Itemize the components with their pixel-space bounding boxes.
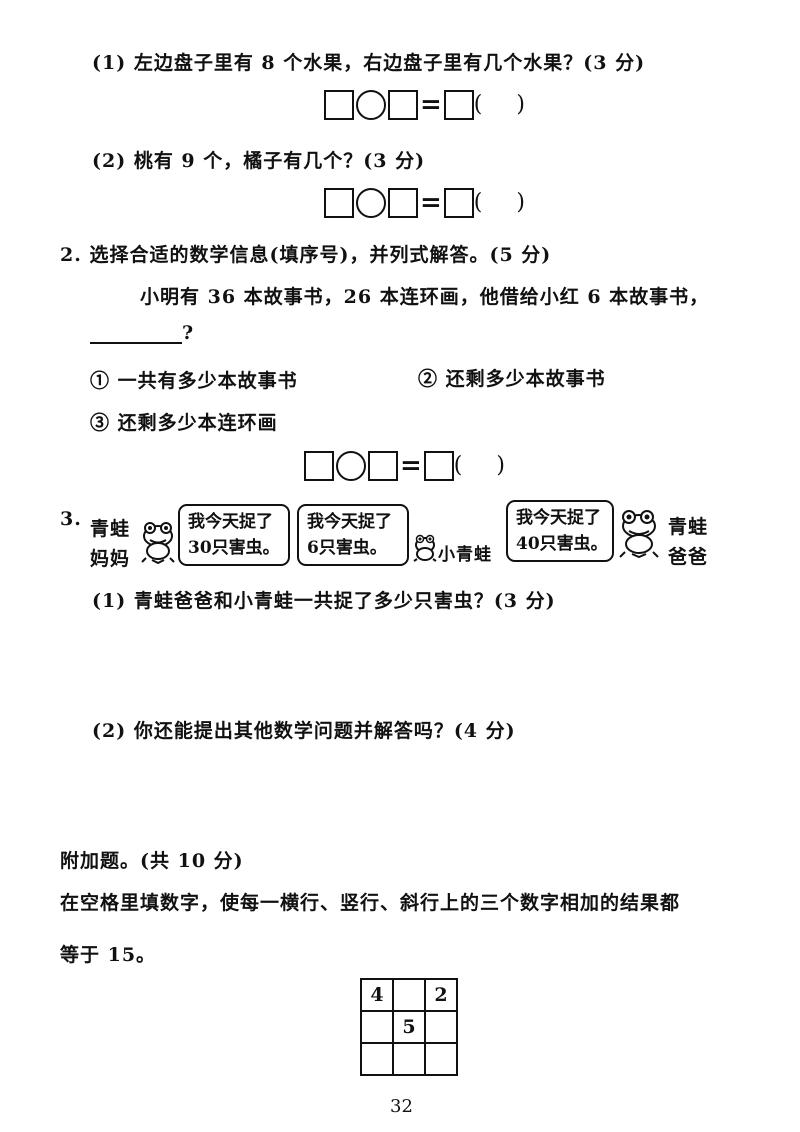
frog-mom-icon	[141, 522, 175, 564]
unit-paren-close: )	[516, 92, 525, 117]
frog-dad-icon	[619, 510, 659, 558]
bubble-mom-line1: 我今天捉了	[188, 512, 273, 532]
frog-mom-label: 青蛙 妈妈	[90, 514, 140, 574]
frog-dad-label: 青蛙 爸爸	[668, 512, 718, 572]
equation-3: = ( )	[304, 448, 505, 484]
small-frog-label: 小青蛙	[438, 545, 492, 565]
magic-square-grid: 4 2 5	[360, 978, 458, 1076]
grid-cell[interactable]	[360, 1042, 394, 1076]
unit-paren-close: )	[496, 453, 505, 478]
grid-row: 4 2	[360, 978, 458, 1012]
grid-cell[interactable]	[424, 1010, 458, 1044]
answer-box[interactable]	[443, 90, 474, 120]
q3-sub1-text: (1) 青蛙爸爸和小青蛙一共捉了多少只害虫？(3 分)	[92, 590, 556, 612]
q3-number: 3.	[60, 508, 82, 530]
bubble-mom-line2: 30只害虫。	[188, 538, 280, 558]
q2-title: 选择合适的数学信息(填序号)，并列式解答。(5 分)	[89, 244, 552, 266]
bonus-instruction-line2: 等于 15。	[60, 944, 157, 966]
q1-sub2-text: (2) 桃有 9 个，橘子有几个？(3 分)	[92, 150, 426, 172]
unit-paren-close: )	[516, 190, 525, 215]
q2-option-1: ① 一共有多少本故事书	[90, 370, 298, 392]
q1-sub1-text: (1) 左边盘子里有 8 个水果，右边盘子里有几个水果？(3 分)	[92, 52, 646, 74]
bubble-dad-line2: 40只害虫。	[516, 534, 608, 554]
bubble-dad-line1: 我今天捉了	[516, 508, 601, 528]
equals-sign: =	[420, 90, 442, 120]
page-number: 32	[390, 1096, 413, 1117]
equals-sign: =	[400, 451, 422, 481]
answer-box[interactable]	[304, 451, 334, 481]
q2-heading: 2. 选择合适的数学信息(填序号)，并列式解答。(5 分)	[60, 240, 551, 267]
operator-circle[interactable]	[356, 90, 386, 120]
q3-sub2-text: (2) 你还能提出其他数学问题并解答吗？(4 分)	[92, 720, 516, 742]
speech-bubble-frog-dad: 我今天捉了 40只害虫。	[506, 500, 614, 562]
operator-circle[interactable]	[356, 188, 386, 218]
grid-cell[interactable]: 5	[392, 1010, 426, 1044]
answer-box[interactable]	[324, 188, 354, 218]
q2-option-2: ② 还剩多少本故事书	[418, 368, 606, 390]
grid-row	[360, 1042, 458, 1076]
q2-blank-line: ?	[90, 322, 194, 344]
grid-cell[interactable]: 2	[424, 978, 458, 1012]
unit-paren-open: (	[453, 453, 463, 478]
speech-bubble-small-frog: 我今天捉了 6只害虫。	[297, 504, 409, 566]
small-frog-icon	[413, 534, 437, 562]
bubble-small-line2: 6只害虫。	[307, 538, 387, 558]
q2-story: 小明有 36 本故事书，26 本连环画，他借给小红 6 本故事书，	[140, 286, 710, 308]
frog-mom-label-line1: 青蛙	[90, 518, 131, 540]
equation-1: = ( )	[324, 87, 525, 123]
grid-cell[interactable]	[424, 1042, 458, 1076]
answer-box[interactable]	[423, 451, 454, 481]
speech-bubble-frog-mom: 我今天捉了 30只害虫。	[178, 504, 290, 566]
answer-box[interactable]	[443, 188, 474, 218]
grid-cell[interactable]	[392, 1042, 426, 1076]
grid-row: 5	[360, 1010, 458, 1044]
grid-cell[interactable]	[360, 1010, 394, 1044]
q2-question-mark: ?	[182, 322, 195, 344]
fill-blank[interactable]	[90, 322, 182, 344]
operator-circle[interactable]	[336, 451, 366, 481]
grid-cell[interactable]: 4	[360, 978, 394, 1012]
answer-box[interactable]	[368, 451, 398, 481]
frog-dad-label-line1: 青蛙	[668, 516, 709, 538]
unit-paren-open: (	[473, 190, 483, 215]
answer-box[interactable]	[324, 90, 354, 120]
frog-mom-label-line2: 妈妈	[90, 548, 131, 570]
bonus-title: 附加题。(共 10 分)	[60, 850, 244, 872]
equals-sign: =	[420, 188, 442, 218]
unit-paren-open: (	[473, 92, 483, 117]
q2-number: 2.	[60, 244, 82, 266]
answer-box[interactable]	[388, 188, 418, 218]
frog-dad-label-line2: 爸爸	[668, 546, 709, 568]
answer-box[interactable]	[388, 90, 418, 120]
q2-option-3: ③ 还剩多少本连环画	[90, 412, 278, 434]
equation-2: = ( )	[324, 185, 525, 221]
bubble-small-line1: 我今天捉了	[307, 512, 392, 532]
bonus-instruction-line1: 在空格里填数字，使每一横行、竖行、斜行上的三个数字相加的结果都	[60, 892, 681, 914]
grid-cell[interactable]	[392, 978, 426, 1012]
